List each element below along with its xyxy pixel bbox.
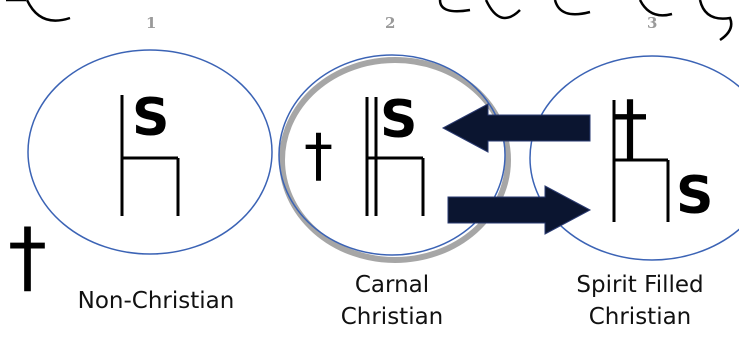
self-letter-2: S <box>380 90 418 150</box>
self-letter-3: S <box>676 166 714 226</box>
throne-icon <box>365 97 425 216</box>
cross-icon-outside: † <box>8 213 47 303</box>
arrow-right-icon <box>447 185 592 235</box>
label-carnal-line1: Carnal <box>354 272 430 298</box>
label-spirit-line2: Christian <box>588 304 692 330</box>
throne-icon <box>612 100 670 222</box>
label-carnal-line2: Christian <box>340 304 444 330</box>
step-number-3: 3 <box>647 14 658 32</box>
label-non-christian: Non-Christian <box>77 288 235 314</box>
cross-icon-carnal: † <box>304 121 333 189</box>
circle-spirit-filled <box>529 55 739 261</box>
arrow-left-icon <box>441 103 591 153</box>
label-spirit-line1: Spirit Filled <box>576 272 704 298</box>
step-number-2: 2 <box>385 14 396 32</box>
circle-shadow <box>279 57 511 263</box>
self-letter-1: S <box>132 88 170 148</box>
circle-carnal <box>278 54 506 256</box>
circle-non-christian <box>27 49 273 255</box>
cross-icon-throne: † <box>612 85 648 169</box>
clipped-heading-fragment <box>6 0 733 42</box>
throne-icon <box>120 95 180 216</box>
step-number-1: 1 <box>146 14 157 32</box>
